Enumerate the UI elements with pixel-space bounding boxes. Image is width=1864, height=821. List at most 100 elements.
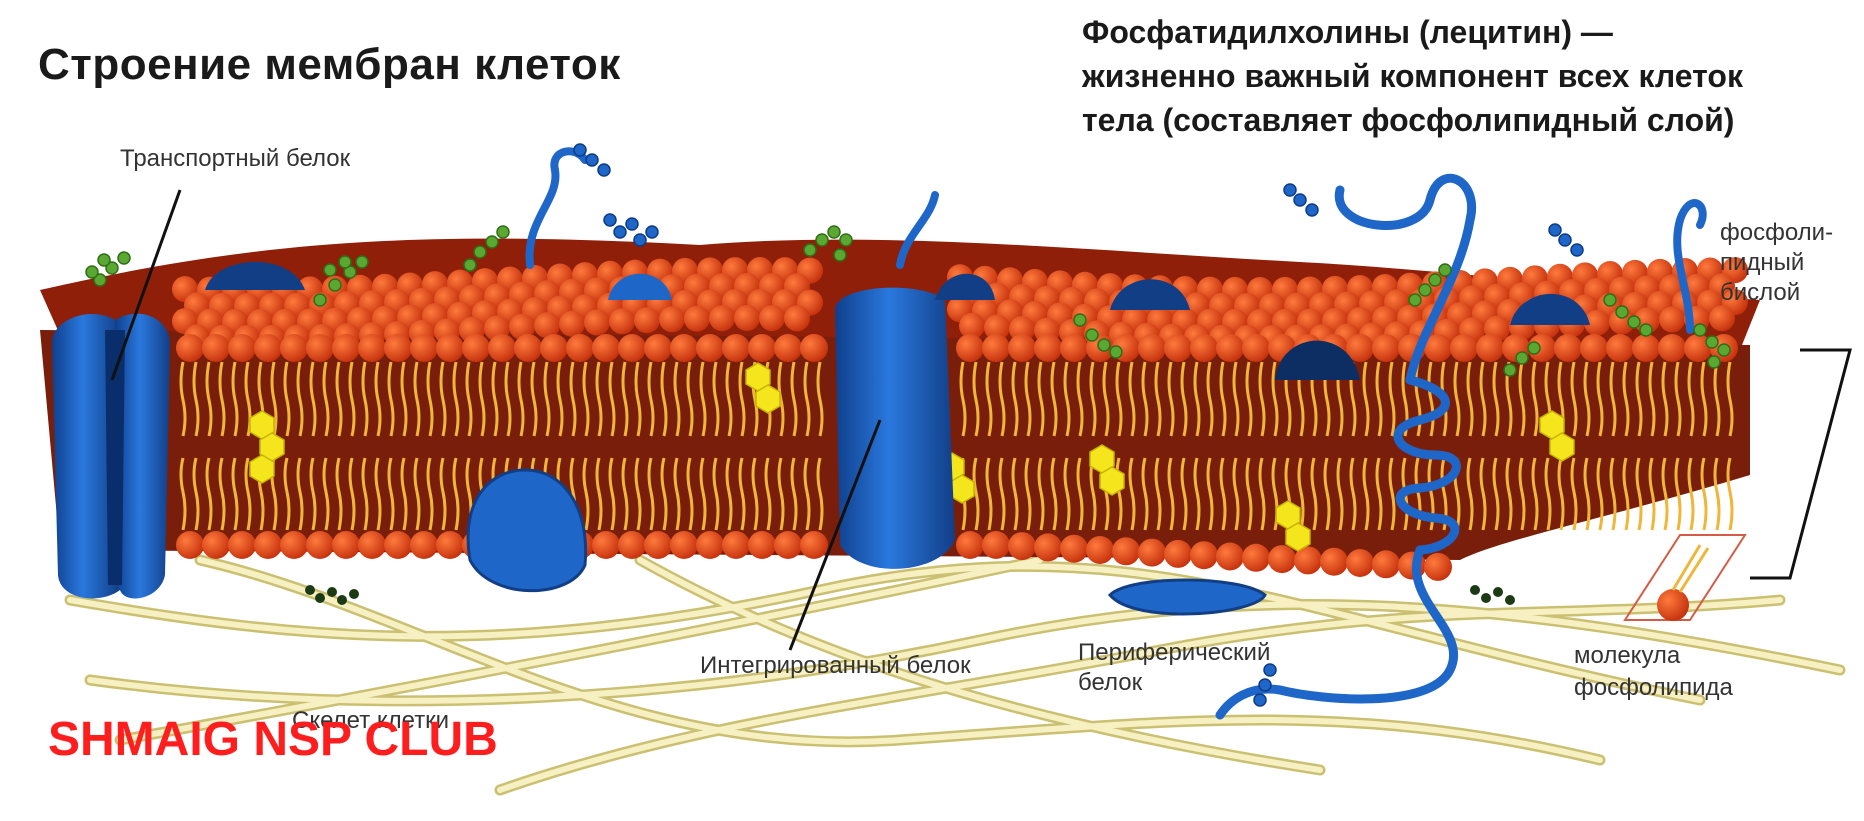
phospholipid-head-icon (659, 306, 685, 332)
phospholipid-head-icon (618, 334, 646, 362)
carbohydrate-bead-icon (804, 244, 816, 256)
carbohydrate-bead-icon (1086, 329, 1098, 341)
phospholipid-head-icon (254, 334, 282, 362)
carbohydrate-bead-icon (339, 256, 351, 268)
label-integrated-protein: Интегрированный белок (700, 652, 971, 680)
glycoprotein-bead-icon (1294, 194, 1306, 206)
carbohydrate-bead-icon (1429, 274, 1441, 286)
phospholipid-head-icon (1034, 334, 1062, 362)
phospholipid-head-icon (800, 531, 828, 559)
phospholipid-head-icon (1320, 548, 1348, 576)
phospholipid-head-icon (306, 334, 334, 362)
carbohydrate-bead-icon (1074, 314, 1086, 326)
carbohydrate-bead-icon (1706, 336, 1718, 348)
glycoprotein-bead-icon (574, 144, 586, 156)
glycoprotein-bead-icon (1306, 204, 1318, 216)
phospholipid-head-icon (956, 531, 984, 559)
bilayer-line-1: фосфоли- (1720, 218, 1833, 248)
carbohydrate-bead-icon (1640, 324, 1652, 336)
glycoprotein-bead-icon (604, 214, 616, 226)
bilayer-line-2: пидный (1720, 248, 1833, 278)
phospholipid-head-icon (1372, 334, 1400, 362)
phospholipid-head-icon (1216, 334, 1244, 362)
phospholipid-head-icon (436, 334, 464, 362)
carbohydrate-bead-icon (816, 234, 828, 246)
phospholipid-head-icon (592, 531, 620, 559)
phospholipid-head-icon (384, 334, 412, 362)
phospholipid-head-icon (1346, 549, 1374, 577)
carbohydrate-bead-icon (834, 249, 846, 261)
description-line-1: Фосфатидилхолины (лецитин) — (1082, 10, 1743, 54)
carbohydrate-bead-icon (86, 266, 98, 278)
phospholipid-head-icon (1242, 544, 1270, 572)
phospholipid-head-icon (734, 305, 760, 331)
phospholipid-head-icon (1450, 334, 1478, 362)
page-title: Строение мембран клеток (38, 40, 621, 90)
carbohydrate-bead-icon (98, 254, 110, 266)
glycoprotein-bead-icon (626, 218, 638, 230)
phospholipid-head-icon (696, 531, 724, 559)
label-phospholipid-molecule: молекула фосфолипида (1574, 640, 1733, 704)
phospholipid-head-icon (540, 334, 568, 362)
carbohydrate-bead-icon (497, 226, 509, 238)
phospholipid-head-icon (1216, 543, 1244, 571)
phospholipid-head-icon (982, 334, 1010, 362)
carbohydrate-bead-icon (1694, 324, 1706, 336)
phospholipid-head-icon (176, 334, 204, 362)
phospholipid-head-icon (696, 334, 724, 362)
phospholipid-head-icon (1476, 334, 1504, 362)
phospholipid-head-icon (332, 531, 360, 559)
phospholipid-head-icon (1086, 536, 1114, 564)
phospholipid-head-icon (332, 334, 360, 362)
glycoprotein-bead-icon (586, 154, 598, 166)
phospholipid-head-icon (634, 307, 660, 333)
phospholipid-head-icon (1008, 532, 1036, 560)
phospholipid-head-icon (644, 334, 672, 362)
carbohydrate-bead-icon (1516, 352, 1528, 364)
phospholipid-head-icon (1034, 533, 1062, 561)
phospholipid-head-icon (1060, 535, 1088, 563)
phospholipid-head-icon (1554, 334, 1582, 362)
carbohydrate-bead-icon (356, 256, 368, 268)
phospholipid-head-icon (784, 305, 810, 331)
phospholipid-head-icon (176, 531, 204, 559)
watermark-text: SHMAIG NSP CLUB (48, 712, 498, 767)
phospholipid-head-icon (228, 334, 256, 362)
phospholipid-head-icon (1112, 537, 1140, 565)
phospholipid-head-icon (684, 306, 710, 332)
phospholipid-head-icon (1190, 334, 1218, 362)
phospholipid-head-icon (1606, 334, 1634, 362)
phospholipid-head-icon (1658, 334, 1686, 362)
carbohydrate-bead-icon (329, 279, 341, 291)
phospholipid-head-icon (436, 531, 464, 559)
phospholipid-head-icon (644, 531, 672, 559)
phospholipid-head-icon (410, 334, 438, 362)
phospholipid-head-icon (1242, 334, 1270, 362)
carbohydrate-bead-icon (1718, 344, 1730, 356)
phospholipid-head-icon (1190, 541, 1218, 569)
phospholipid-head-icon (774, 334, 802, 362)
phospholipid-head-icon (1060, 334, 1088, 362)
phospholipid-head-icon (722, 531, 750, 559)
carbohydrate-bead-icon (486, 236, 498, 248)
glycoprotein-bead-icon (646, 226, 658, 238)
phospholipid-head-icon (618, 531, 646, 559)
phospholipid-head-icon (1372, 550, 1400, 578)
glycoprotein-bead-icon (1571, 244, 1583, 256)
carbohydrate-bead-icon (1504, 364, 1516, 376)
phospholipid-line-2: фосфолипида (1574, 672, 1733, 704)
phospholipid-head-icon (384, 531, 412, 559)
phospholipid-head-icon (1008, 334, 1036, 362)
transport-protein[interactable] (52, 314, 170, 599)
phospholipid-head-icon (280, 531, 308, 559)
integrated-protein[interactable] (835, 288, 955, 569)
phospholipid-head-icon (759, 305, 785, 331)
peripheral-line-1: Периферический (1078, 638, 1270, 668)
phospholipid-head-icon (202, 334, 230, 362)
glycoprotein-bead-icon (1284, 184, 1296, 196)
phospholipid-line-1: молекула (1574, 640, 1733, 672)
bilayer-bracket (1750, 350, 1850, 578)
phospholipid-head-icon (956, 334, 984, 362)
carbohydrate-bead-icon (840, 234, 852, 246)
carbohydrate-bead-icon (474, 246, 486, 258)
